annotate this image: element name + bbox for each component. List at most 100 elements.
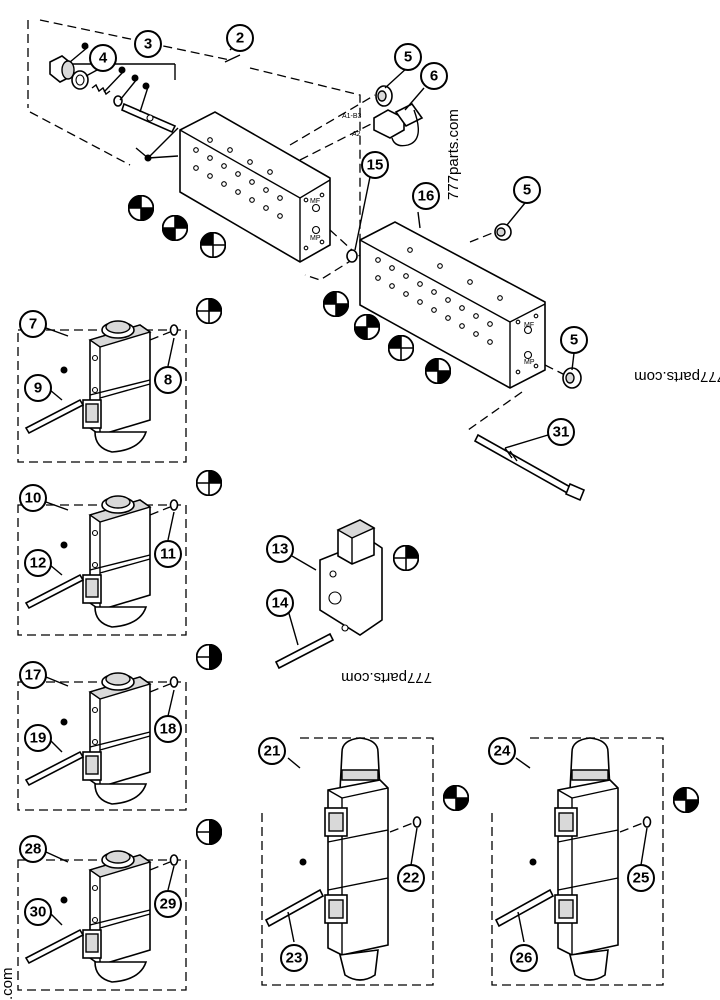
svg-text:5: 5	[570, 332, 578, 349]
torque-symbol-icon	[196, 298, 222, 324]
callout-16: 16	[412, 182, 440, 210]
svg-text:9: 9	[34, 380, 42, 397]
callout-4: 4	[89, 44, 117, 72]
callout-2: 2	[226, 24, 254, 52]
port-label-b: A2	[352, 131, 361, 138]
svg-text:19: 19	[30, 730, 47, 747]
torque-symbol-icon	[196, 470, 222, 496]
callout-5c: 5	[560, 326, 588, 354]
fitting-5-upper	[375, 85, 393, 107]
torque-symbol-icon	[200, 232, 226, 258]
svg-text:21: 21	[264, 743, 281, 760]
solenoid-group-7	[17, 320, 187, 463]
callout-28: 28	[19, 835, 47, 863]
torque-symbol-icon	[323, 291, 349, 317]
torque-symbol-icon	[128, 195, 154, 221]
callout-21: 21	[258, 737, 286, 765]
port-label-mf: MF	[310, 198, 320, 205]
svg-text:31: 31	[553, 424, 570, 441]
callout-5b: 5	[513, 176, 541, 204]
svg-text:17: 17	[25, 667, 42, 684]
callout-22: 22	[397, 864, 425, 892]
svg-text:11: 11	[160, 546, 176, 563]
torque-symbol-icon	[393, 545, 419, 571]
port-label-a: A1-B3	[342, 113, 362, 120]
o-ring-15	[346, 249, 358, 263]
watermark-vertical: 777parts.com	[445, 109, 462, 200]
callout-17: 17	[19, 661, 47, 689]
torque-symbol-icon	[673, 787, 699, 813]
watermark-edge: .com	[0, 967, 16, 1000]
svg-text:8: 8	[164, 372, 172, 389]
svg-text:2: 2	[236, 30, 244, 47]
callout-10: 10	[19, 484, 47, 512]
valve-13	[274, 519, 383, 670]
svg-text:10: 10	[25, 490, 42, 507]
double-solenoid-group-24	[491, 737, 664, 986]
callout-29: 29	[154, 890, 182, 918]
svg-text:29: 29	[160, 896, 177, 913]
callout-5: 5	[394, 43, 422, 71]
svg-text:22: 22	[403, 870, 420, 887]
torque-symbol-icon	[196, 644, 222, 670]
svg-text:5: 5	[404, 49, 412, 66]
svg-text:4: 4	[99, 50, 108, 67]
svg-text:26: 26	[516, 950, 533, 967]
svg-text:7: 7	[29, 316, 37, 333]
watermark-upside-down-right: 777parts.com	[634, 368, 720, 385]
callout-23: 23	[280, 944, 308, 972]
callout-9: 9	[24, 374, 52, 402]
callout-11: 11	[154, 540, 182, 568]
port-label-mf-16: MF	[524, 322, 534, 329]
manifold-block-16: MF MP	[359, 221, 546, 389]
callout-3: 3	[134, 30, 162, 58]
svg-text:5: 5	[523, 182, 531, 199]
callout-25: 25	[627, 864, 655, 892]
callout-12: 12	[24, 549, 52, 577]
svg-text:14: 14	[272, 595, 289, 612]
quick-coupler-6	[373, 102, 424, 147]
fitting-5-lower	[562, 367, 582, 389]
callout-13: 13	[266, 535, 294, 563]
relief-valve-parts	[49, 42, 177, 134]
svg-text:28: 28	[25, 841, 42, 858]
svg-text:13: 13	[272, 541, 289, 558]
svg-text:3: 3	[144, 36, 152, 53]
callout-26: 26	[510, 944, 538, 972]
svg-text:6: 6	[430, 68, 438, 85]
leader-lines	[45, 39, 648, 943]
callout-31: 31	[547, 418, 575, 446]
svg-text:15: 15	[367, 157, 384, 174]
callout-30: 30	[24, 898, 52, 926]
torque-symbol-icon	[443, 785, 469, 811]
callout-15: 15	[361, 151, 389, 179]
double-solenoid-group-21	[261, 737, 434, 986]
torque-symbol-icon	[162, 215, 188, 241]
callout-8: 8	[154, 366, 182, 394]
svg-text:16: 16	[418, 188, 435, 205]
svg-text:30: 30	[30, 904, 47, 921]
callout-14: 14	[266, 589, 294, 617]
torque-symbol-icon	[425, 358, 451, 384]
callout-19: 19	[24, 724, 52, 752]
fitting-5-middle	[494, 223, 512, 241]
port-label-mp-16: MP	[524, 359, 535, 366]
svg-text:23: 23	[286, 950, 303, 967]
callout-18: 18	[154, 715, 182, 743]
solenoid-group-10	[17, 495, 187, 636]
port-label-mp: MP	[310, 235, 321, 242]
solenoid-group-28	[17, 850, 187, 991]
tie-bolt-31	[473, 433, 586, 502]
svg-text:24: 24	[494, 743, 511, 760]
callout-6: 6	[420, 62, 448, 90]
torque-symbol-icon	[354, 314, 380, 340]
solenoid-group-17	[17, 672, 187, 811]
torque-symbol-icon	[196, 819, 222, 845]
svg-text:25: 25	[633, 870, 650, 887]
svg-text:12: 12	[30, 555, 47, 572]
manifold-block-upper: MF MP	[135, 111, 331, 263]
watermark-upside-down-center: 777parts.com	[341, 669, 432, 686]
callout-24: 24	[488, 737, 516, 765]
svg-text:18: 18	[160, 721, 177, 738]
